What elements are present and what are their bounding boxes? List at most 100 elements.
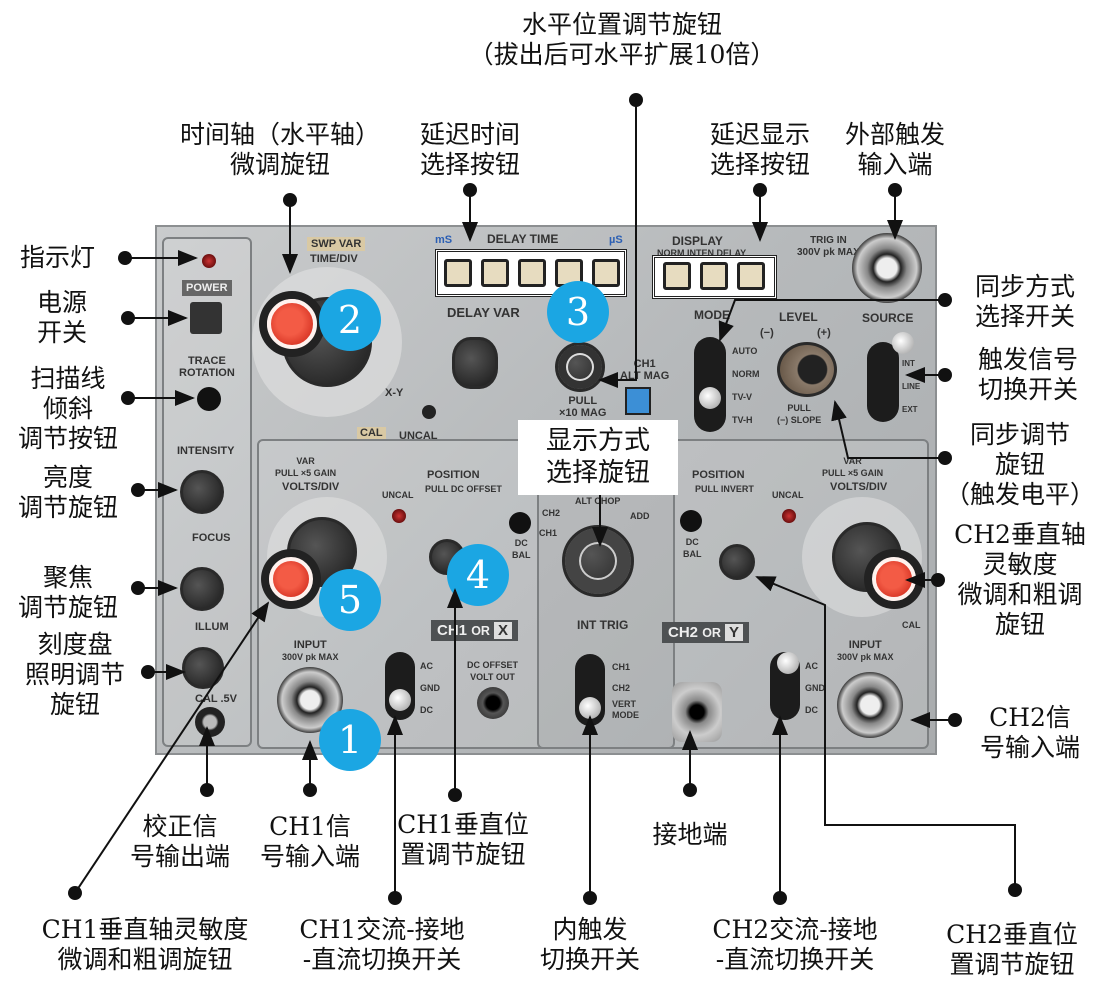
callout-ch2-input: CH2信号输入端 <box>979 703 1081 762</box>
ch2-coupling-lever <box>777 652 799 674</box>
pull-mag-label: PULL×10 MAG <box>559 395 607 419</box>
callout-illum: 刻度盘照明调节旋钮 <box>24 630 126 719</box>
time-div-label: TIME/DIV <box>310 253 358 265</box>
dc-offset-out-jack[interactable] <box>477 687 509 719</box>
callout-ch2-coupling: CH2交流-接地-直流切换开关 <box>712 915 878 974</box>
alt-mag-button[interactable] <box>625 387 651 415</box>
callout-cal-out: 校正信号输出端 <box>129 812 231 871</box>
callout-ch2-pos: CH2垂直位置调节旋钮 <box>946 920 1078 979</box>
power-switch[interactable] <box>190 302 222 334</box>
callout-sync-level: 同步调节旋钮（触发电平） <box>944 420 1096 509</box>
sync-mode-lever <box>699 387 721 409</box>
intensity-knob[interactable] <box>180 470 224 514</box>
delay-var-knob[interactable] <box>452 337 498 389</box>
sweep-var-knob[interactable] <box>267 299 317 349</box>
callout-int-trig: 内触发切换开关 <box>539 915 641 974</box>
callout-trace-rot: 扫描线倾斜调节按钮 <box>17 364 119 453</box>
delay-time-button-1[interactable] <box>444 259 472 287</box>
ch2-input-connector[interactable] <box>837 672 903 738</box>
callout-time-var: 时间轴（水平轴）微调旋钮 <box>179 120 381 179</box>
delay-time-button-2[interactable] <box>481 259 509 287</box>
ch1-uncal-label: UNCAL <box>382 490 414 500</box>
delay-time-label: DELAY TIME <box>487 232 559 246</box>
ch2-dc-bal[interactable] <box>680 510 702 532</box>
swp-var-label: SWP VAR <box>307 237 366 251</box>
marker-2: 2 <box>319 289 381 351</box>
display-inten-button[interactable] <box>700 262 728 290</box>
display-options-label: NORM INTEN DELAY <box>657 248 747 258</box>
display-delay-button[interactable] <box>737 262 765 290</box>
callout-intensity: 亮度调节旋钮 <box>17 463 119 522</box>
mode-label: MODE <box>694 308 730 322</box>
callout-h-position: 水平位置调节旋钮（拔出后可水平扩展10倍） <box>468 10 776 69</box>
vmode-add: ADD <box>630 511 650 521</box>
int-trig-lever <box>579 697 601 719</box>
callout-ch2-volts: CH2垂直轴灵敏度微调和粗调旋钮 <box>954 520 1086 639</box>
ms-label: mS <box>435 234 453 246</box>
trigger-source-lever <box>892 332 914 354</box>
delay-time-button-3[interactable] <box>518 259 546 287</box>
callout-delay-time: 延迟时间选择按钮 <box>419 120 521 179</box>
callout-ext-trig: 外部触发输入端 <box>844 120 946 179</box>
uncal-lamp <box>422 405 436 419</box>
vmode-alt-chop: ALT CHOP <box>575 496 621 506</box>
delay-time-button-5[interactable] <box>592 259 620 287</box>
vmode-ch1: CH1 <box>539 528 558 538</box>
vert-mode-section <box>537 467 675 749</box>
callout-indicator: 指示灯 <box>20 243 96 272</box>
ch1-uncal-led <box>392 509 406 523</box>
marker-1: 1 <box>319 709 381 771</box>
leader-sync-level <box>831 400 945 459</box>
intensity-label: INTENSITY <box>177 445 235 457</box>
level-plus: (+) <box>817 327 831 339</box>
callout-delay-display: 延迟显示选择按钮 <box>709 120 811 179</box>
ch2-position-knob[interactable] <box>719 544 755 580</box>
trace-rotation-button[interactable] <box>197 387 221 411</box>
time-uncal-label: UNCAL <box>399 430 438 442</box>
ch2-uncal-label: UNCAL <box>772 490 804 500</box>
ch2-cal-label: CAL <box>902 620 921 630</box>
trig-in-connector[interactable] <box>852 233 922 303</box>
leader-ch1-volts <box>74 601 270 894</box>
trigger-source-switch[interactable] <box>867 342 899 422</box>
display-norm-button[interactable] <box>663 262 691 290</box>
ch2-position-label: POSITION <box>692 469 745 481</box>
ch1-dc-bal[interactable] <box>509 512 531 534</box>
trigger-level-knob[interactable] <box>777 342 837 397</box>
leader-h-position <box>598 100 637 388</box>
callout-ch1-input: CH1信号输入端 <box>259 812 361 871</box>
ch1-coupling-lever <box>389 689 411 711</box>
illum-label: ILLUM <box>195 621 229 633</box>
marker-3: 3 <box>547 281 609 343</box>
us-label: µS <box>609 234 623 246</box>
leader-sync-mode <box>718 299 945 342</box>
sync-mode-switch[interactable] <box>694 337 726 432</box>
callout-power: 电源开关 <box>36 288 88 347</box>
ch1-volts-var-knob[interactable] <box>269 557 313 601</box>
horizontal-position-knob[interactable] <box>555 342 605 392</box>
callout-vert-mode: 显示方式选择旋钮 <box>545 426 651 488</box>
level-label: LEVEL <box>779 310 818 324</box>
delay-var-label: DELAY VAR <box>447 305 520 320</box>
callout-sync-mode: 同步方式选择开关 <box>974 272 1076 331</box>
ch2-pull-invert-label: PULL INVERT <box>695 484 754 494</box>
vmode-ch2: CH2 <box>542 508 561 518</box>
callout-ch1-volts: CH1垂直轴灵敏度微调和粗调旋钮 <box>41 915 249 974</box>
focus-knob[interactable] <box>180 567 224 611</box>
focus-label: FOCUS <box>192 532 231 544</box>
